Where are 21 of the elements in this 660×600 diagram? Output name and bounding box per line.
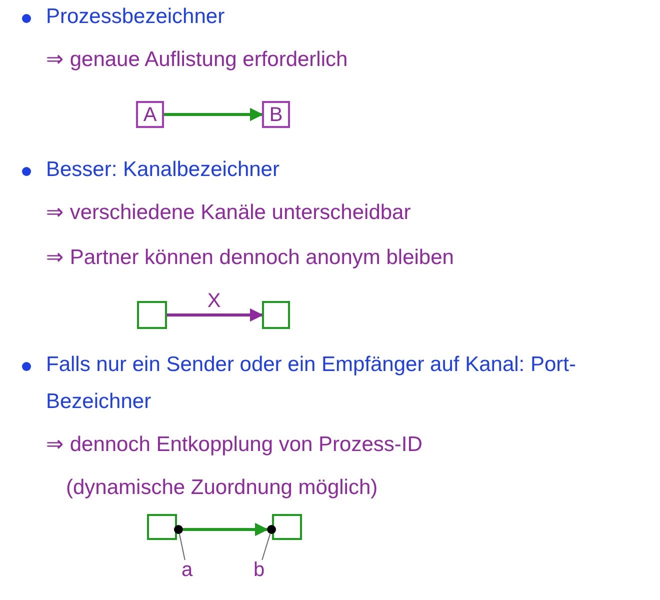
leader-line: [262, 534, 271, 560]
arrow: [164, 108, 264, 122]
sub-point-text: ⇒ dennoch Entkopplung von Prozess-ID: [46, 432, 422, 458]
arrow: [167, 308, 264, 322]
sub-point-text: ⇒ Partner können dennoch anonym bleiben: [46, 245, 454, 271]
channel-box: [137, 301, 167, 329]
sub-point-text: ⇒ verschiedene Kanäle unterscheidbar: [46, 200, 411, 226]
process-box: B: [262, 101, 290, 128]
port-label: a: [180, 560, 194, 580]
sub-point-text: ⇒ genaue Auflistung erforderlich: [46, 47, 348, 73]
bullet-text: Besser: Kanalbezeichner: [46, 157, 280, 183]
sub-point-text: (dynamische Zuordnung möglich): [66, 475, 378, 501]
port-label: b: [252, 560, 266, 580]
channel-box: [147, 514, 177, 540]
leader-line: [178, 534, 186, 560]
channel-box: [262, 301, 290, 329]
arrow: [183, 522, 268, 536]
bullet-text: Prozessbezeichner: [46, 4, 225, 30]
process-box: A: [136, 101, 164, 128]
bullet-text: Falls nur ein Sender oder ein Empfänger auf Kanal: Port-Bezeichner: [46, 352, 577, 415]
channel-box: [272, 514, 302, 540]
